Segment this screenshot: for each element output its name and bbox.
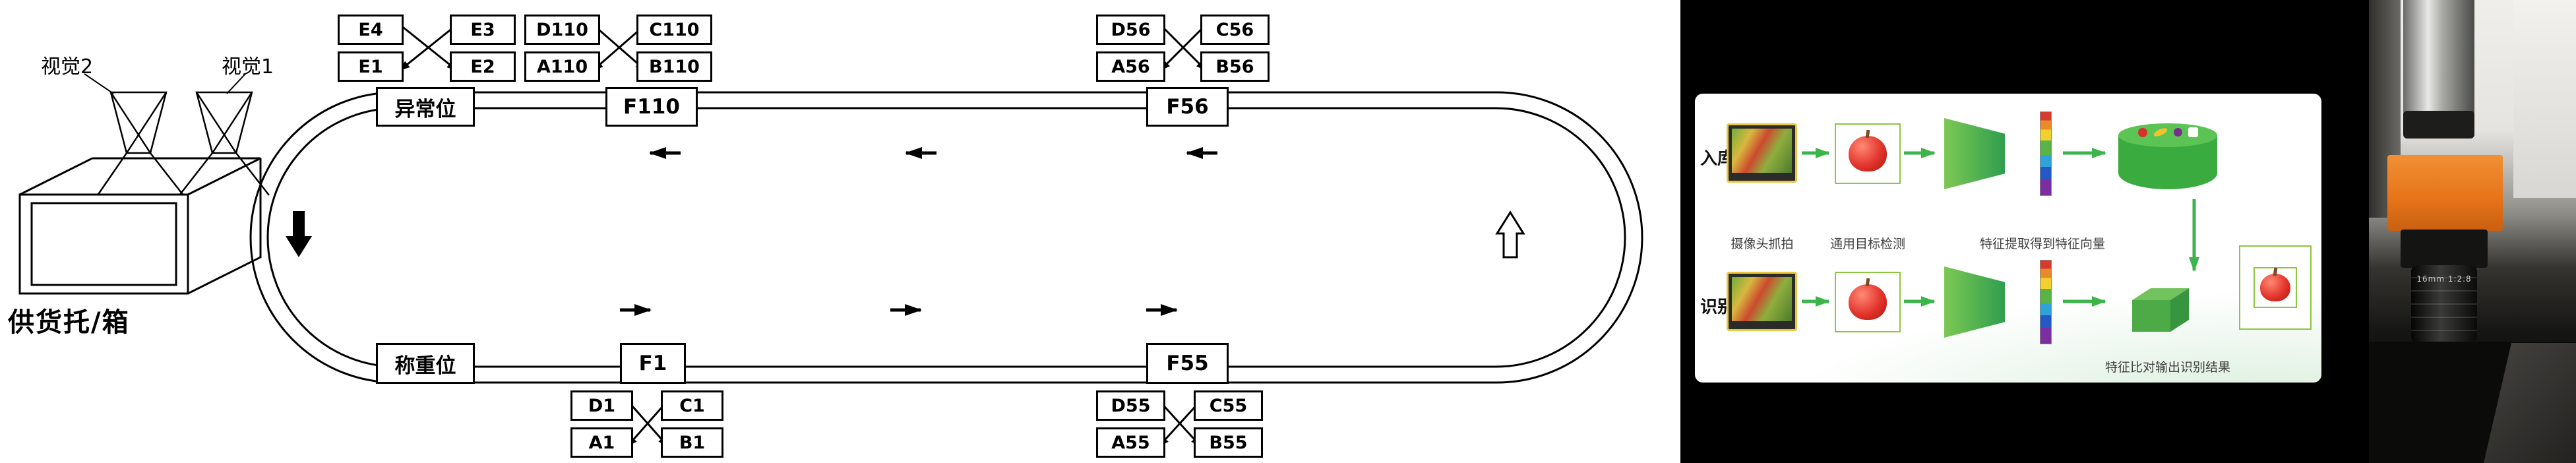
slot-c1: C1 xyxy=(661,390,723,421)
green-cube-icon xyxy=(2132,288,2189,332)
camera-mount-cylinder xyxy=(2403,0,2474,132)
pipeline-panel: 入库 识别 xyxy=(1695,94,2321,383)
fruit-screen-image xyxy=(1732,129,1792,173)
conveyor-track xyxy=(249,91,1643,384)
slot-d56: D56 xyxy=(1096,15,1165,45)
fruit-screen-image xyxy=(1732,277,1792,321)
recognition-result-box xyxy=(2239,245,2312,330)
station-f110: F110 xyxy=(605,87,698,127)
banana-icon xyxy=(2152,126,2168,139)
caption-object-detect: 通用目标检测 xyxy=(1829,237,1906,251)
camera-photo: 16mm 1:2.8 xyxy=(2369,0,2576,463)
station-abnormal: 异常位 xyxy=(376,87,475,127)
slot-c56: C56 xyxy=(1200,15,1270,45)
slot-a1: A1 xyxy=(570,427,633,458)
lens-marking-text: 16mm 1:2.8 xyxy=(2416,274,2472,284)
slot-a110: A110 xyxy=(524,51,600,82)
slot-e3: E3 xyxy=(450,15,516,45)
apple-image xyxy=(1849,136,1887,171)
return-up-arrow xyxy=(1495,210,1525,259)
vision-camera-2-icon xyxy=(96,91,184,196)
grape-icon xyxy=(2173,128,2182,137)
supply-box-label: 供货托/箱 xyxy=(8,307,130,338)
conveyor-linework xyxy=(18,15,1643,447)
vision-camera-1-icon xyxy=(179,91,270,196)
orange-camera-block xyxy=(2387,155,2503,231)
entry-down-arrow xyxy=(286,211,312,257)
slot-b1: B1 xyxy=(661,427,723,458)
matching-block xyxy=(2127,283,2193,336)
photo-light-backdrop xyxy=(2513,0,2576,198)
caption-feature-extract: 特征提取得到特征向量 xyxy=(1979,237,2106,251)
result-detect-frame xyxy=(2254,267,2297,308)
slot-d110: D110 xyxy=(524,15,600,45)
slot-d1: D1 xyxy=(570,390,633,421)
caption-camera-capture: 摄像头抓拍 xyxy=(1731,237,1794,251)
caption-feature-match: 特征比对输出识别结果 xyxy=(2104,360,2231,375)
hand-icon xyxy=(2188,127,2198,137)
vision2-label: 视觉2 xyxy=(41,55,94,78)
supply-box-wireframe xyxy=(18,157,262,295)
station-f1: F1 xyxy=(620,343,686,384)
slot-b110: B110 xyxy=(636,51,712,82)
station-weighing: 称重位 xyxy=(376,343,475,384)
camera-snapshot-image-1 xyxy=(1727,123,1797,183)
cross-transfer-arrows xyxy=(390,15,1215,447)
fruit-icons xyxy=(2118,126,2217,139)
pipeline-flow-arrows xyxy=(1802,148,2199,307)
cylinder-top xyxy=(2118,123,2217,147)
slot-d55: D55 xyxy=(1096,390,1165,421)
feature-vector-bar-1 xyxy=(2040,111,2052,196)
camera-lens: 16mm 1:2.8 xyxy=(2411,265,2477,343)
slot-b55: B55 xyxy=(1194,427,1263,458)
camera-snapshot-image-2 xyxy=(1727,272,1797,331)
conveyor-diagram: 视觉2 视觉1 供货托/箱 异常位 F110 F56 称重位 F1 F55 E4… xyxy=(8,15,1643,458)
slot-a55: A55 xyxy=(1096,427,1165,458)
detected-apple-box-1 xyxy=(1835,123,1901,184)
slot-c110: C110 xyxy=(636,15,712,45)
slot-a56: A56 xyxy=(1096,51,1165,82)
slot-e1: E1 xyxy=(338,51,404,82)
slot-c55: C55 xyxy=(1194,390,1263,421)
pipeline-panel-background: 入库 识别 xyxy=(1680,0,2369,463)
result-apple-image xyxy=(2260,274,2290,301)
slot-e2: E2 xyxy=(450,51,516,82)
station-f56: F56 xyxy=(1146,87,1229,127)
station-f55: F55 xyxy=(1146,343,1229,384)
camera-body xyxy=(2401,230,2488,268)
feature-database-cylinder xyxy=(2118,123,2217,189)
apple-icon xyxy=(2137,127,2147,137)
slot-e4: E4 xyxy=(338,15,404,45)
camera-mount-cap xyxy=(2403,111,2474,139)
vision1-label: 视觉1 xyxy=(222,55,274,78)
feature-vector-bar-2 xyxy=(2040,260,2052,344)
detected-apple-box-2 xyxy=(1835,272,1901,332)
label-leader-lines xyxy=(84,73,246,94)
slot-b56: B56 xyxy=(1200,51,1270,82)
apple-image xyxy=(1849,284,1887,320)
